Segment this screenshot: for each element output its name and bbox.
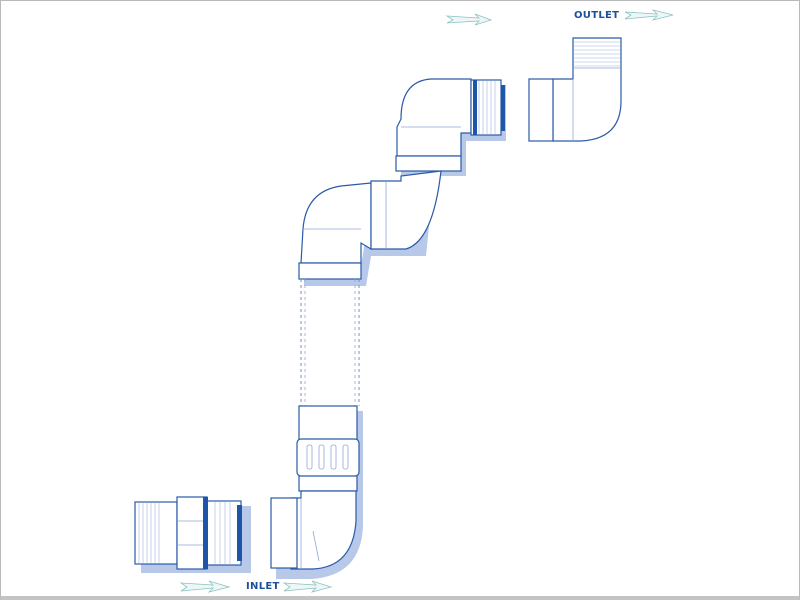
middle-elbow [298, 170, 442, 286]
inlet-adapter [134, 496, 251, 573]
upper-elbow [395, 78, 476, 176]
flow-arrow-outlet [624, 9, 674, 21]
inlet-label: INLET [246, 581, 280, 592]
pipe-section [300, 279, 360, 406]
outlet-elbow [528, 37, 622, 142]
threaded-adapter-top [470, 79, 506, 141]
lower-elbow [270, 490, 363, 579]
flow-arrow-inlet-left [179, 580, 231, 593]
coupling [296, 405, 363, 501]
flow-arrow-top-left [445, 13, 493, 26]
flow-arrow-inlet-right [282, 580, 333, 593]
outlet-label: OUTLET [574, 10, 620, 21]
